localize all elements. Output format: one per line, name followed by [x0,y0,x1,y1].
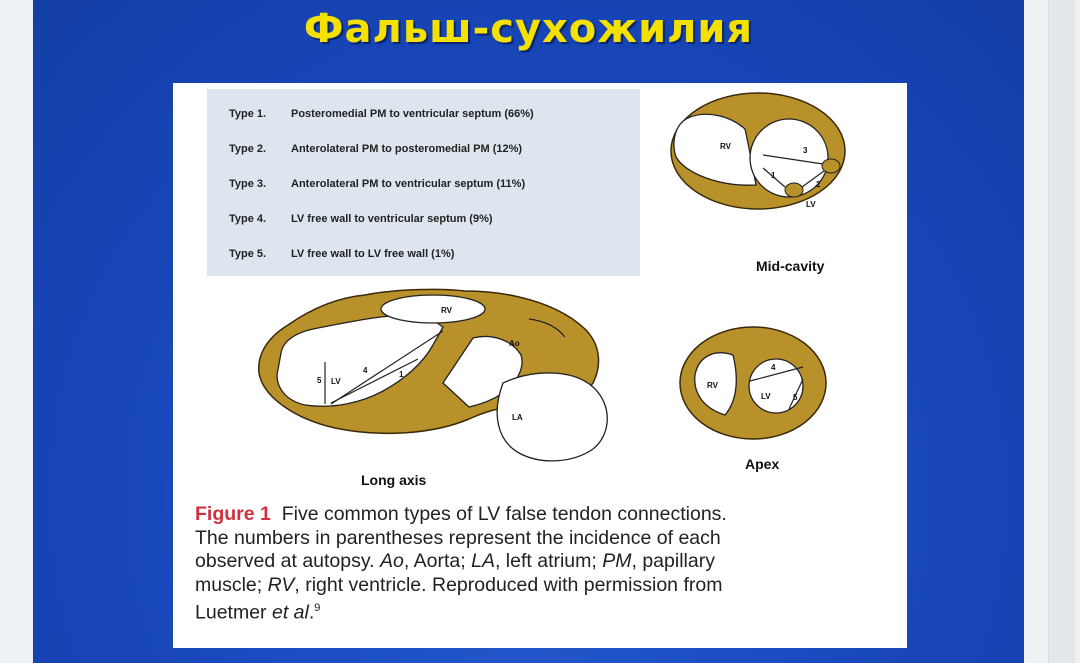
tendon-type-2 [801,170,825,188]
type-description: Posteromedial PM to ventricular septum (… [291,108,534,120]
tendon-type-3 [762,154,824,165]
mid-cavity-lv-chamber [749,118,829,198]
aorta-outline [528,318,566,338]
slide-title: Фальш-сухожилия [303,6,754,52]
type-description: LV free wall to LV free wall (1%) [291,248,455,260]
caption-text: Five common types of LV false tendon con… [281,503,727,525]
apex-title: Apex [745,456,779,472]
long-label-4: 4 [363,366,368,375]
type-number: Type 2. [229,143,267,155]
mid-lv-label: LV [806,200,816,209]
long-axis-lv-chamber [276,314,444,407]
long-label-5: 5 [317,376,322,385]
long-rv-label: RV [441,306,453,315]
apex-label-4: 4 [771,363,776,372]
left-atrium [496,372,608,462]
caption-line-4: muscle; RV, right ventricle. Reproduced … [195,573,723,596]
type-row-2: Type 2. Anterolateral PM to posteromedial… [229,143,522,155]
heart-diagrams: RV 3 2 1 LV Mid-cavity RV Ao LA [257,92,846,488]
type-number: Type 4. [229,213,267,225]
apex-label-5: 5 [793,393,798,402]
type-row-5: Type 5. LV free wall to LV free wall (1%) [229,248,454,260]
long-lv-label: LV [331,377,341,386]
mid-cavity-view: RV 3 2 1 LV Mid-cavity [670,92,846,274]
figure-caption: Figure 1 Five common types of LV false t… [195,503,895,625]
mid-cavity-title: Mid-cavity [756,258,825,274]
type-description: Anterolateral PM to ventricular septum (… [291,178,526,190]
tendon-type-4-apex [749,366,804,382]
scrollbar-track[interactable] [1048,0,1075,663]
reference-number: 9 [314,602,321,614]
caption-line-2: The numbers in parentheses represent the… [195,526,721,549]
mid-rv-label: RV [720,142,732,151]
figure-panel: Type 1. Posteromedial PM to ventricular s… [173,83,907,648]
type-description: LV free wall to ventricular septum (9%) [291,213,493,225]
tendon-type-5-apex [788,378,804,410]
type-row-4: Type 4. LV free wall to ventricular septu… [229,213,493,225]
caption-line-3: observed at autopsy. Ao, Aorta; LA, left… [195,550,715,572]
papillary-muscle-anterolateral [821,158,841,174]
papillary-muscle-posteromedial [784,182,804,198]
apex-lv-chamber [748,358,804,414]
long-axis-view: RV Ao LA 5 LV 4 1 Long axis [257,288,608,488]
apex-rv-chamber [694,352,737,416]
mid-label-2: 2 [816,180,821,189]
mid-label-1: 1 [771,171,776,180]
type-description: Anterolateral PM to posteromedial PM (12… [291,143,523,155]
mid-label-3: 3 [803,146,808,155]
caption-line-5: Luetmer et al.9 [195,601,321,624]
window-frame-right [1024,0,1080,663]
slide: Фальш-сухожилия Type 1. Posteromedial PM … [33,0,1024,663]
apex-rv-label: RV [707,381,719,390]
tendon-type-1-long [330,330,444,405]
tendon-type-1 [762,167,786,188]
type-number: Type 5. [229,248,267,260]
tendon-type-4-long [330,358,419,404]
types-legend: Type 1. Posteromedial PM to ventricular s… [207,89,640,276]
type-row-1: Type 1. Posteromedial PM to ventricular s… [229,108,534,120]
ao-label: Ao [509,339,520,348]
type-number: Type 3. [229,178,267,190]
la-label: LA [512,413,523,422]
window-frame-left [0,0,33,663]
long-axis-rv-chamber [380,294,486,324]
apex-view: RV 4 LV 5 Apex [679,326,827,472]
figure-label: Figure 1 [195,503,271,525]
long-label-1: 1 [399,370,404,379]
apex-lv-label: LV [761,392,771,401]
type-row-3: Type 3. Anterolateral PM to ventricular s… [229,178,525,190]
type-number: Type 1. [229,108,267,120]
long-axis-title: Long axis [361,472,427,488]
caption-line-1: Figure 1 Five common types of LV false t… [195,503,895,527]
